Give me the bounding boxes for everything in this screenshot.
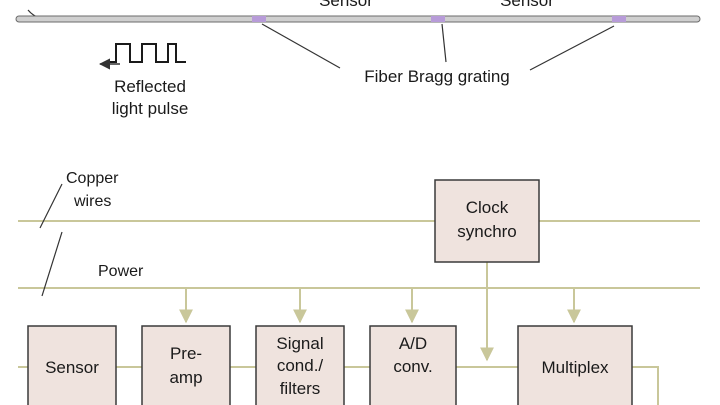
fiber-section: Sensor Sensor Fiber Bragg grating Reflec… — [15, 0, 701, 118]
grating-leader — [441, 23, 447, 63]
grating-leader — [261, 23, 341, 69]
pulse-label: Reflected — [114, 77, 186, 96]
sensor-block: Sensor — [27, 325, 117, 405]
power-label: Power — [98, 263, 144, 280]
block-label: conv. — [393, 357, 432, 376]
wired-section: Copper wires Power Clock synchro Sensor — [18, 170, 700, 405]
grating-marker — [612, 16, 626, 22]
clock-synchro-block: Clock synchro — [434, 179, 540, 263]
output-connector — [632, 366, 659, 405]
block-label: filters — [280, 379, 321, 398]
block-label: synchro — [457, 222, 517, 241]
grating-leader — [529, 25, 615, 71]
block-label: Pre- — [170, 344, 202, 363]
grating-marker — [431, 16, 445, 22]
multiplex-block: Multiplex — [517, 325, 633, 405]
signal-conditioning-block: Signal cond./ filters — [255, 325, 345, 405]
block-label: Clock — [466, 198, 509, 217]
copper-label: Copper — [66, 170, 119, 187]
block-label: Multiplex — [541, 358, 609, 377]
sensor-label: Sensor — [500, 0, 554, 10]
pulse-waveform-icon — [108, 43, 186, 63]
power-leader — [41, 231, 63, 297]
block-label: A/D — [399, 334, 427, 353]
block-label: Sensor — [45, 358, 99, 377]
copper-leader — [39, 183, 63, 229]
sensor-label: Sensor — [319, 0, 373, 10]
block-label: Signal — [276, 334, 323, 353]
optical-fiber — [15, 15, 701, 23]
block-label: cond./ — [277, 356, 324, 375]
preamp-block: Pre- amp — [141, 325, 231, 405]
block-label: amp — [169, 368, 202, 387]
copper-label: wires — [73, 193, 111, 210]
ad-converter-block: A/D conv. — [369, 325, 457, 405]
pulse-label: light pulse — [112, 99, 189, 118]
grating-marker — [252, 16, 266, 22]
grating-label: Fiber Bragg grating — [364, 67, 510, 86]
